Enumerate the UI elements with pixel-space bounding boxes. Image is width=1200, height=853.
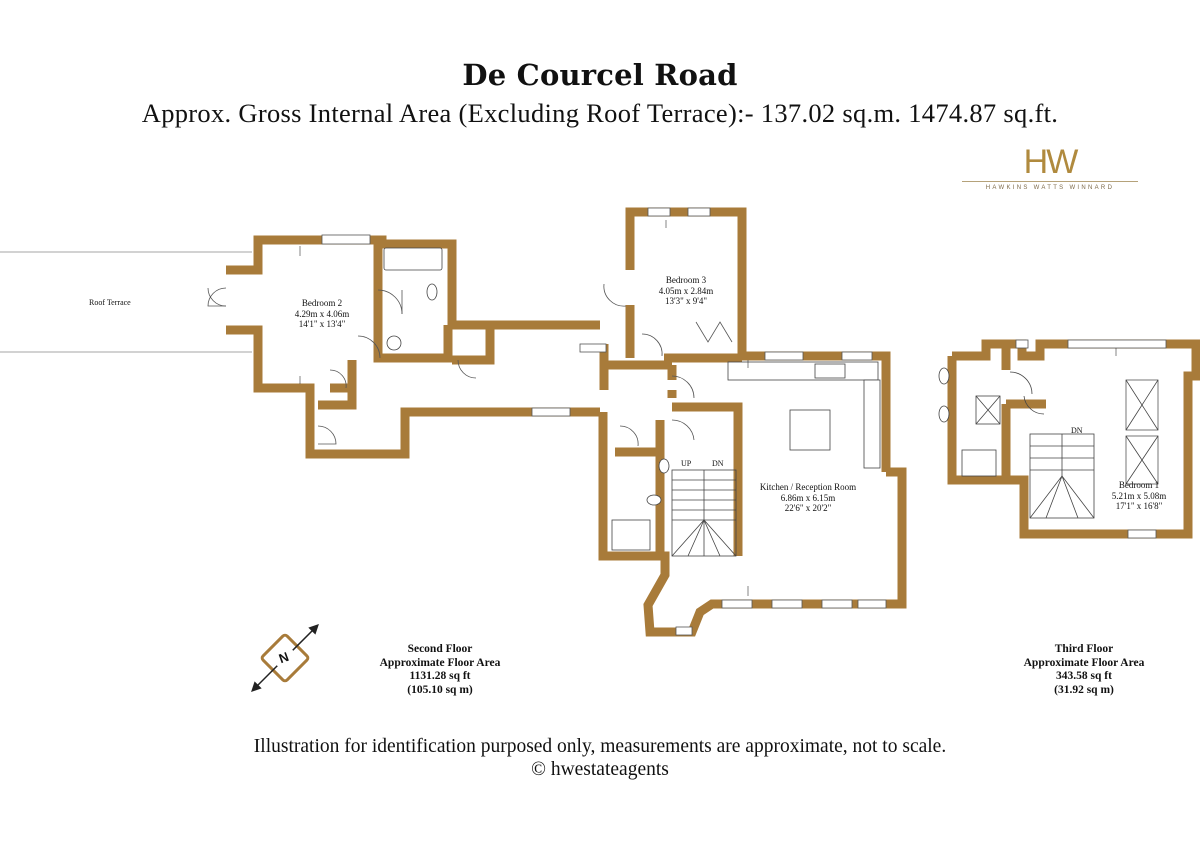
bedroom-1-imperial: 17'1" x 16'8" — [1115, 501, 1163, 511]
third-floor-area-label: Third Floor Approximate Floor Area 343.5… — [1004, 643, 1164, 697]
kitchen-name: Kitchen / Reception Room — [759, 482, 857, 492]
bedroom-3-name: Bedroom 3 — [665, 275, 707, 285]
second-floor-fixtures — [383, 247, 881, 551]
second-floor-sqm: (105.10 sq m) — [407, 683, 473, 696]
sink — [814, 363, 846, 379]
shower-tray — [611, 519, 651, 551]
kitchen-metric: 6.86m x 6.15m — [780, 492, 836, 503]
third-floor-fixtures — [938, 367, 1159, 485]
roof-terrace-area — [0, 251, 252, 353]
kitchen-worktop — [727, 361, 879, 381]
logo-name: HAWKINS WATTS WINNARD — [985, 185, 1115, 191]
bedroom-1-name: Bedroom 1 — [1118, 480, 1160, 490]
third-floor-stairs-down-label: DN — [1071, 426, 1083, 435]
bedroom-2-metric: 4.29m x 4.06m — [294, 308, 350, 319]
second-floor-doors — [207, 283, 733, 447]
second-floor-stairs — [671, 469, 737, 557]
bedroom-2-name: Bedroom 2 — [301, 298, 343, 308]
second-floor-caption: Approximate Floor Area — [379, 656, 501, 669]
bedroom-2-imperial: 14'1" x 13'4" — [298, 319, 346, 329]
bedroom-2-label: Bedroom 2 4.29m x 4.06m 14'1" x 13'4" — [280, 298, 364, 330]
third-floor-sqft: 343.58 sq ft — [1056, 670, 1112, 682]
third-floor-stairs — [1029, 433, 1095, 519]
kitchen-island — [789, 409, 831, 451]
plan-title: De Courcel Road — [462, 58, 738, 92]
bedroom-3-label: Bedroom 3 4.05m x 2.84m 13'3" x 9'4" — [644, 275, 728, 307]
gross-area-subtitle: Approx. Gross Internal Area (Excluding R… — [141, 98, 1059, 128]
wc — [646, 494, 662, 506]
shower-drain — [386, 335, 402, 351]
third-floor-name: Third Floor — [1054, 643, 1114, 655]
kitchen-side-unit — [863, 379, 881, 469]
kitchen-imperial: 22'6" x 20'2" — [784, 503, 832, 513]
basin — [658, 458, 670, 474]
disclaimer-text: Illustration for identification purposed… — [253, 736, 947, 757]
bedroom-3-imperial: 13'3" x 9'4" — [664, 296, 708, 306]
second-floor-windows — [321, 207, 887, 636]
second-floor-sqft: 1131.28 sq ft — [409, 670, 471, 682]
dimension-arrows — [299, 220, 1117, 596]
footer: Illustration for identification purposed… — [0, 735, 1200, 781]
stairs-up-label: UP — [681, 459, 692, 468]
logo-mark: HW — [1023, 143, 1079, 181]
copyright-text: © hwestateagents — [531, 759, 669, 780]
third-floor-caption: Approximate Floor Area — [1023, 656, 1145, 669]
stairs-down-label: DN — [712, 459, 724, 468]
third-floor-walls — [947, 339, 1200, 539]
kitchen-label: Kitchen / Reception Room 6.86m x 6.15m 2… — [746, 482, 870, 514]
second-floor-area-label: Second Floor Approximate Floor Area 1131… — [360, 643, 520, 697]
toilet — [426, 283, 438, 301]
third-floor-sqm: (31.92 sq m) — [1054, 683, 1114, 696]
bedroom-3-metric: 4.05m x 2.84m — [658, 285, 714, 296]
logo-divider — [962, 181, 1138, 182]
bathtub — [383, 247, 443, 271]
bedroom-1-label: Bedroom 1 5.21m x 5.08m 17'1" x 16'8" — [1104, 480, 1174, 512]
bedroom-1-metric: 5.21m x 5.08m — [1111, 490, 1167, 501]
agency-logo: HW HAWKINS WATTS WINNARD — [962, 145, 1138, 191]
roof-terrace-label: Roof Terrace — [89, 298, 131, 307]
second-floor-name: Second Floor — [407, 643, 473, 655]
